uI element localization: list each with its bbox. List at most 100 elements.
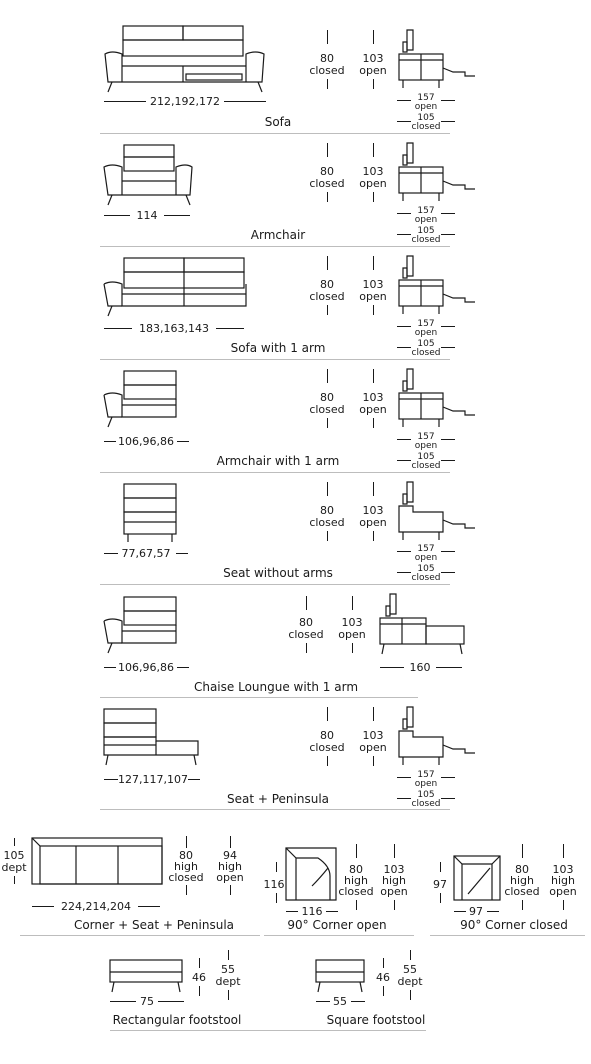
corner-seat-depth: 105: [3, 849, 25, 862]
square-footstool-depth: 55: [403, 963, 417, 976]
corner-open-h2-l1: high: [382, 874, 406, 887]
sofa-1arm-side-drawing: [398, 255, 475, 314]
corner-seat-h2: 94: [223, 849, 237, 862]
armchair-1arm-depth-open-label: open: [414, 441, 438, 451]
peninsula-width: 127,117,107: [118, 773, 188, 786]
armchair-1arm-depth-closed-label: closed: [411, 461, 441, 471]
corner-seat-h2-l1: high: [218, 860, 242, 873]
corner-seat-depth-label: dept: [1, 861, 27, 874]
corner-open-h1-l1: high: [344, 874, 368, 887]
seat-closed-label: closed: [309, 516, 345, 529]
armchair-title: Armchair: [250, 228, 306, 242]
corner-seat-h1: 80: [179, 849, 193, 862]
square-footstool-title: Square footstool: [326, 1013, 426, 1027]
chaise-width: 106,96,86: [118, 661, 174, 674]
seat-width: 77,67,57: [121, 547, 171, 560]
rect-footstool-width: 75: [140, 995, 154, 1008]
sofa-front-drawing: [104, 25, 265, 93]
seat-closed-height: 80: [320, 504, 334, 517]
corner-closed-h2-l1: high: [551, 874, 575, 887]
corner-seat-plan-drawing: [31, 837, 163, 885]
sofa-1arm-depth-closed: 105: [417, 339, 435, 349]
sofa-depth-closed-label: closed: [411, 122, 441, 132]
chaise-depth: 160: [409, 661, 431, 674]
peninsula-side-drawing: [398, 706, 475, 765]
corner-seat-h1-l2: closed: [168, 871, 204, 884]
sofa-1arm-depth-closed-label: closed: [411, 348, 441, 358]
sofa-closed-height: 80: [320, 52, 334, 65]
chaise-open-height: 103: [341, 616, 363, 629]
armchair-1arm-title: Armchair with 1 arm: [216, 454, 340, 468]
peninsula-depth-open: 157: [417, 770, 435, 780]
corner-open-title: 90° Corner open: [287, 918, 387, 932]
chaise-closed-label: closed: [288, 628, 324, 641]
sofa-title: Sofa: [264, 115, 292, 129]
armchair-depth-closed-label: closed: [411, 235, 441, 245]
corner-open-h1-l2: closed: [338, 885, 374, 898]
armchair-open-height: 103: [362, 165, 384, 178]
corner-closed-h1-l2: closed: [504, 885, 540, 898]
armchair-1arm-open-height: 103: [362, 391, 384, 404]
armchair-1arm-front-drawing: [103, 370, 177, 428]
corner-closed-h2-l2: open: [549, 885, 577, 898]
armchair-depth-open: 157: [417, 206, 435, 216]
chaise-side-drawing: [379, 593, 465, 655]
square-footstool-height: 46: [376, 971, 390, 984]
square-footstool-width: 55: [333, 995, 347, 1008]
sofa-1arm-closed-label: closed: [309, 290, 345, 303]
sofa-open-label: open: [359, 64, 387, 77]
armchair-1arm-closed-height: 80: [320, 391, 334, 404]
rect-footstool-title: Rectangular footstool: [112, 1013, 242, 1027]
corner-seat-width: 224,214,204: [61, 900, 131, 913]
peninsula-depth-closed-label: closed: [411, 799, 441, 809]
chaise-open-label: open: [338, 628, 366, 641]
sofa-side-drawing: [398, 29, 475, 88]
sofa-closed-label: closed: [309, 64, 345, 77]
peninsula-open-label: open: [359, 741, 387, 754]
seat-depth-closed-label: closed: [411, 573, 441, 583]
seat-front-drawing: [123, 483, 177, 542]
seat-side-drawing: [398, 481, 475, 540]
peninsula-closed-label: closed: [309, 741, 345, 754]
sofa-1arm-open-label: open: [359, 290, 387, 303]
peninsula-depth-closed: 105: [417, 790, 435, 800]
sofa-depth-open-label: open: [414, 102, 438, 112]
armchair-1arm-depth-closed: 105: [417, 452, 435, 462]
armchair-width: 114: [136, 209, 158, 222]
sofa-width: 212,192,172: [150, 95, 220, 108]
seat-depth-open-label: open: [414, 553, 438, 563]
corner-closed-h1: 80: [515, 863, 529, 876]
sofa-1arm-title: Sofa with 1 arm: [230, 341, 326, 355]
chaise-title: Chaise Loungue with 1 arm: [193, 680, 359, 694]
corner-closed-bottom: 97: [469, 905, 483, 918]
armchair-depth-closed: 105: [417, 226, 435, 236]
corner-open-h2-l2: open: [380, 885, 408, 898]
rect-footstool-depth: 55: [221, 963, 235, 976]
corner-open-bottom: 116: [301, 905, 323, 918]
rect-footstool-drawing: [109, 959, 183, 993]
corner-open-plan-drawing: [285, 847, 337, 901]
corner-closed-h1-l1: high: [510, 874, 534, 887]
sofa-1arm-closed-height: 80: [320, 278, 334, 291]
corner-closed-plan-drawing: [453, 855, 501, 901]
corner-closed-side: 97: [433, 878, 447, 891]
armchair-1arm-open-label: open: [359, 403, 387, 416]
seat-open-height: 103: [362, 504, 384, 517]
corner-seat-h1-l1: high: [174, 860, 198, 873]
armchair-depth-open-label: open: [414, 215, 438, 225]
sofa-depth-closed: 105: [417, 113, 435, 123]
armchair-front-drawing: [103, 144, 193, 206]
armchair-1arm-width: 106,96,86: [118, 435, 174, 448]
peninsula-depth-open-label: open: [414, 779, 438, 789]
rect-footstool-height: 46: [192, 971, 206, 984]
armchair-closed-height: 80: [320, 165, 334, 178]
sofa-1arm-depth-open-label: open: [414, 328, 438, 338]
chaise-front-drawing: [103, 596, 177, 654]
corner-open-side: 116: [263, 878, 285, 891]
peninsula-open-height: 103: [362, 729, 384, 742]
armchair-open-label: open: [359, 177, 387, 190]
armchair-1arm-closed-label: closed: [309, 403, 345, 416]
square-footstool-depth-label: dept: [397, 975, 423, 988]
armchair-1arm-side-drawing: [398, 368, 475, 427]
sofa-1arm-width: 183,163,143: [139, 322, 209, 335]
